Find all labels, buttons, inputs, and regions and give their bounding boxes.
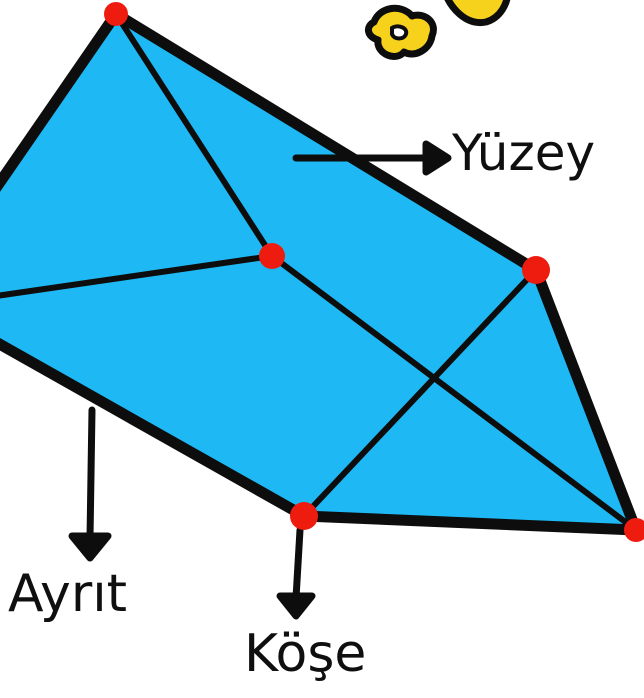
edge-bottom	[298, 510, 642, 536]
arrows	[68, 140, 452, 620]
yellow-blob-right	[444, 0, 511, 27]
edge-inner-right-to-bottom	[301, 267, 539, 519]
edge-top-left	[0, 8, 122, 192]
outer-edges	[0, 8, 642, 536]
inner-edges	[0, 11, 639, 533]
edge-inner-top-to-middle	[113, 11, 275, 259]
edge-bottom-left	[0, 337, 310, 522]
main-face	[0, 14, 636, 530]
vertex-top	[104, 2, 128, 26]
vertex-right	[522, 256, 550, 284]
prism-faces	[0, 14, 636, 530]
edge-right	[530, 264, 642, 536]
arrow-edge-head	[68, 532, 112, 562]
edge-inner-left-to-middle	[0, 253, 275, 299]
vertex-middle	[259, 243, 285, 269]
arrow-vertex-shaft	[292, 526, 304, 602]
arrow-vertex-head	[276, 592, 316, 620]
arrow-edge-shaft	[86, 406, 96, 542]
yellow-blob-left-hole	[390, 24, 409, 41]
edge-top	[110, 8, 542, 276]
surface-label: Yüzey	[452, 124, 596, 182]
vertices	[104, 2, 644, 542]
edge-inner-middle-to-right	[269, 253, 639, 533]
vertex-bottom	[290, 502, 318, 530]
decoration-blob	[365, 0, 511, 60]
edge-label: Ayrıt	[8, 564, 128, 624]
arrow-surface-head	[422, 140, 452, 176]
vertex-label: Köşe	[244, 624, 367, 684]
vertex-far-right	[624, 518, 644, 542]
